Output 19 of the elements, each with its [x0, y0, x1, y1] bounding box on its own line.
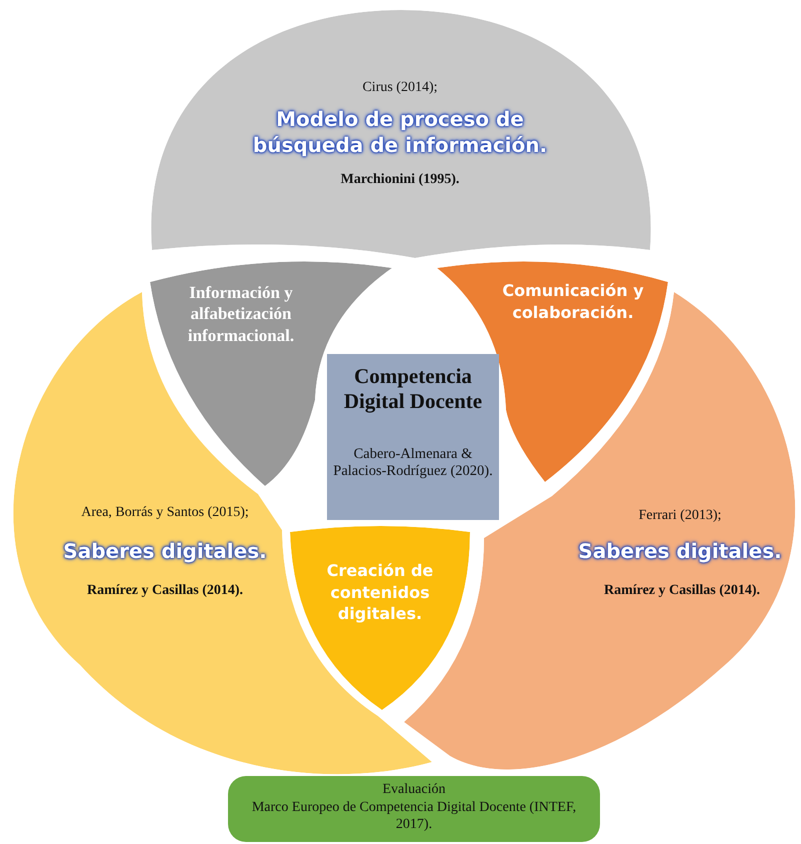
category-label: Creación de contenidos digitales. [326, 560, 434, 625]
footer-text: Evaluación [382, 782, 446, 799]
citation-text: Ferrari (2013); [638, 508, 722, 524]
petal-shape [288, 524, 472, 712]
heading-text: Modelo de proceso de búsqueda de información. [252, 106, 548, 158]
heading-text: Saberes digitales. [577, 538, 783, 564]
citation-text: Ramírez y Casillas (2014). [602, 583, 762, 599]
citation-text: Area, Borrás y Santos (2015); [80, 505, 250, 521]
footer-text: Marco Europeo de Competencia Digital Docente (INTEF, 2017). [250, 800, 578, 834]
center-box [327, 354, 499, 520]
center-title: Competencia Digital Docente [342, 364, 484, 414]
category-label: Comunicación y colaboración. [501, 280, 645, 324]
citation-text: Cirus (2014); [361, 80, 439, 96]
footer-box [228, 776, 600, 842]
citation-text: Cabero-Almenara & Palacios-Rodríguez (2020). [332, 446, 494, 481]
citation-text: Ramírez y Casillas (2014). [86, 583, 244, 599]
heading-text: Saberes digitales. [62, 538, 268, 564]
citation-text: Marchionini (1995). [340, 172, 460, 188]
category-label: Información y alfabetización informacional. [186, 282, 296, 346]
